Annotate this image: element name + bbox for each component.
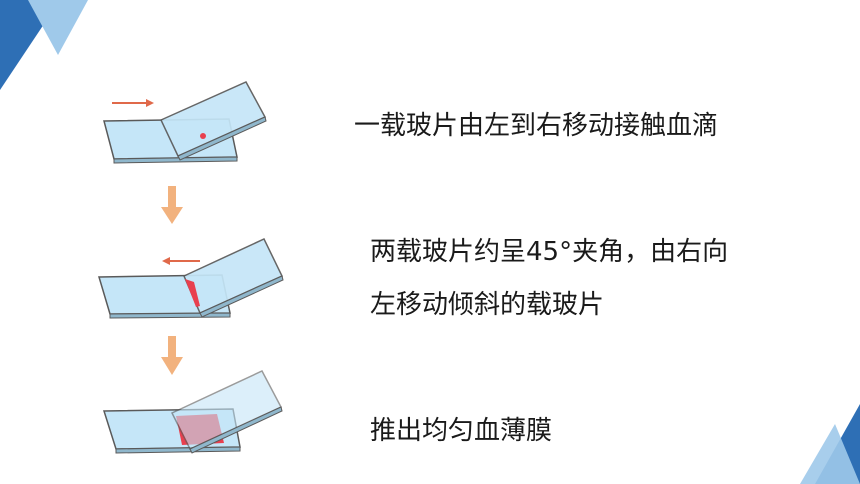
step-1-text: 一载玻片由左到右移动接触血滴 — [354, 111, 719, 141]
right-arrow-icon — [112, 99, 154, 107]
step-2-text-line-1: 两载玻片约呈45°夹角，由右向 — [370, 237, 729, 267]
blood-line — [185, 279, 200, 307]
down-arrow-icon — [161, 336, 183, 375]
left-arrow-icon — [162, 257, 200, 265]
corner-decoration-bottom-right — [800, 404, 860, 484]
down-arrow-icon — [161, 186, 183, 224]
step-2-illustration — [97, 238, 284, 319]
blood-drop — [200, 133, 206, 139]
step-3-text: 推出均匀血薄膜 — [370, 416, 553, 446]
step-2-text-line-2: 左移动倾斜的载玻片 — [370, 290, 605, 320]
step-1-illustration — [103, 81, 267, 164]
corner-decoration-top-left — [0, 0, 88, 90]
step-3-illustration — [102, 370, 283, 454]
